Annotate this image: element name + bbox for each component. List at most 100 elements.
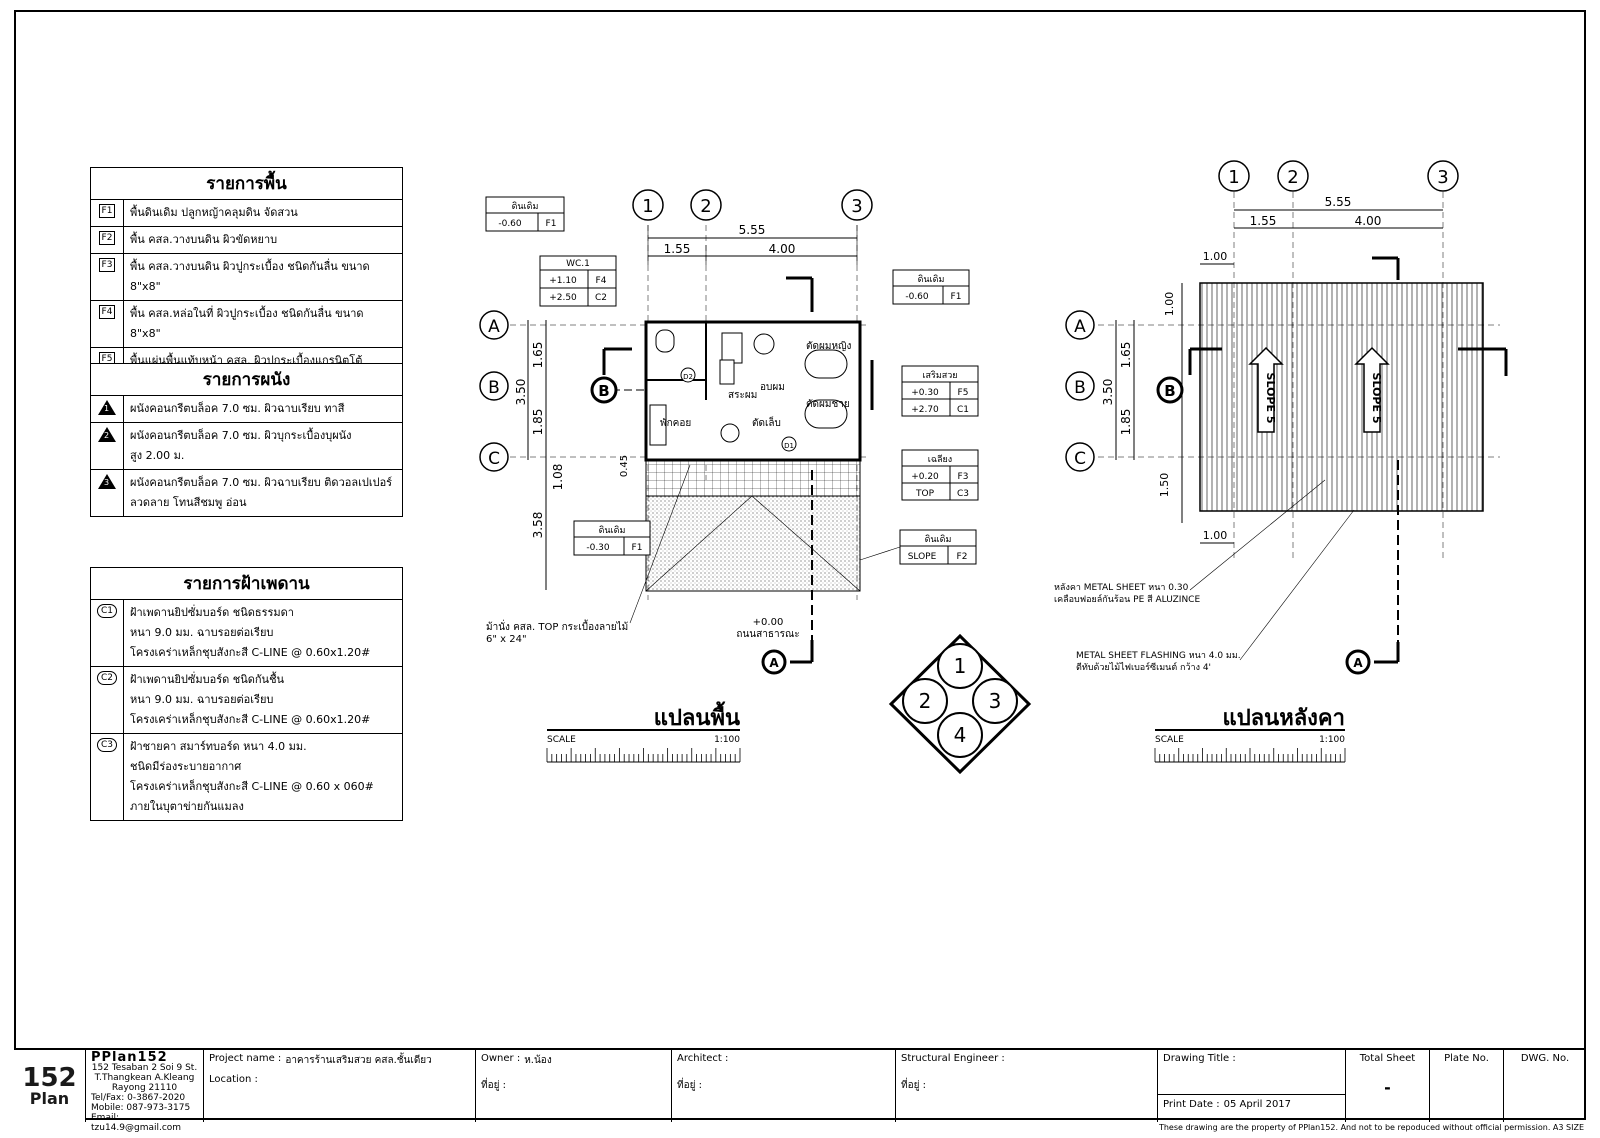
legend-text: ผนังคอนกรีตบล็อค 7.0 ซม. ผิวฉาบเรียบ ติด… [130, 476, 393, 509]
svg-text:4: 4 [954, 723, 967, 747]
legend-text: ฝ้าชายคา สมาร์ทบอร์ด หนา 4.0 มม. ชนิดมีร… [130, 740, 374, 813]
structural-cell: Structural Engineer : ที่อยู่ : [896, 1050, 1158, 1122]
room-label: พักคอย [660, 418, 691, 429]
project-cell: Project name :อาคารร้านเสริมสวย คสล.ชั้น… [204, 1050, 476, 1122]
legend-text: ฝ้าเพดานยิปซั่มบอร์ด ชนิดธรรมดา หนา 9.0 … [130, 606, 371, 659]
svg-text:2: 2 [700, 196, 711, 217]
svg-text:A: A [769, 656, 779, 670]
tag-porch: เฉลียง +0.20 F3 TOP C3 [901, 449, 979, 501]
legend-text: พื้น คสล.วางบนดิน ผิวขัดหยาบ [130, 233, 278, 246]
svg-text:C: C [488, 449, 500, 469]
slope-arrow-left: SLOPE 5 [1248, 346, 1284, 433]
section-marker-a: A [1345, 256, 1400, 675]
roof-plan: 1 2 3 A B C 5.55 1.55 4.00 1.00 1.00 1.0… [1054, 160, 1508, 763]
svg-text:F5: F5 [958, 388, 969, 398]
svg-text:3.50: 3.50 [1101, 379, 1115, 406]
bench-note: ม้านั่ง คสล. TOP กระเบื้องลายไม้ 6" x 24… [486, 619, 631, 645]
svg-text:2: 2 [919, 689, 932, 713]
svg-text:-0.60: -0.60 [905, 292, 929, 302]
svg-text:เฉลียง: เฉลียง [928, 454, 952, 465]
svg-text:+0.20: +0.20 [911, 472, 939, 482]
firm-logo: 152 Plan [14, 1050, 86, 1122]
svg-text:B: B [1164, 382, 1175, 400]
room-label: ตัดผมหญิง [806, 341, 852, 352]
svg-text:F1: F1 [546, 219, 557, 229]
grid-bubble-3: 3 [841, 189, 873, 221]
ceiling-legend-title: รายการฝ้าเพดาน [91, 568, 402, 600]
legend-text: ฝ้าเพดานยิปซั่มบอร์ด ชนิดกันชื้น หนา 9.0… [130, 673, 371, 726]
svg-text:TOP: TOP [915, 489, 935, 499]
legend-code: C2 [96, 671, 117, 685]
svg-text:ดินเดิม: ดินเดิม [925, 534, 952, 545]
svg-text:A: A [1353, 656, 1363, 670]
dim-b: 4.00 [769, 242, 796, 256]
svg-text:1: 1 [1228, 167, 1239, 188]
room-label: ตัดเล็บ [752, 415, 781, 429]
legend-code: F4 [98, 305, 116, 319]
key-1: 1 [937, 643, 983, 689]
title-block: 152 Plan PPlan152 152 Tesaban 2 Soi 9 St… [14, 1048, 1586, 1133]
svg-text:1.65: 1.65 [531, 342, 545, 369]
svg-text:1: 1 [642, 196, 653, 217]
svg-text:B: B [488, 378, 500, 398]
svg-text:-0.60: -0.60 [498, 219, 522, 229]
roof-plan-title: แปลนหลังคา [1223, 706, 1345, 731]
svg-text:5.55: 5.55 [1325, 195, 1352, 209]
svg-text:D2: D2 [683, 373, 693, 381]
floor-plan: 1 2 3 A B C 5.55 1.55 4.00 3.50 1.65 1.8… [479, 189, 979, 763]
section-marker-a: A [761, 276, 814, 675]
grid-bubble-2: 2 [690, 189, 722, 221]
svg-text:+2.70: +2.70 [911, 405, 939, 415]
svg-text:F1: F1 [951, 292, 962, 302]
tag-existing-bottom: ดินเดิม -0.30 F1 [573, 520, 651, 556]
slope-arrow-right: SLOPE 5 [1354, 346, 1390, 433]
scale-bar [546, 748, 741, 763]
grid-bubble-3: 3 [1427, 160, 1459, 192]
legend-text: ผนังคอนกรีตบล็อค 7.0 ซม. ผิวฉาบเรียบ ทาส… [130, 402, 345, 415]
total-sheet-cell: Total Sheet - [1346, 1050, 1430, 1122]
svg-text:F4: F4 [596, 276, 607, 286]
svg-text:1.50: 1.50 [1158, 473, 1171, 498]
wall-legend-title: รายการผนัง [91, 364, 402, 396]
svg-text:B: B [598, 382, 609, 400]
legend-code: C3 [96, 738, 117, 752]
drawing-canvas: 1 2 3 A B C 5.55 1.55 4.00 3.50 1.65 1.8… [479, 160, 1508, 775]
svg-text:1:100: 1:100 [714, 735, 740, 745]
grid-bubble-1: 1 [632, 189, 664, 221]
grid-bubble-C: C [479, 442, 509, 472]
triangle-icon: 1 [98, 400, 116, 415]
legend-text: พื้นดินเดิม ปลูกหญ้าคลุมดิน จัดสวน [130, 206, 298, 219]
tag-existing-right: ดินเดิม -0.60 F1 [892, 269, 970, 305]
svg-text:4.00: 4.00 [1355, 214, 1382, 228]
svg-text:1.00: 1.00 [1203, 250, 1228, 263]
svg-text:A: A [488, 317, 500, 337]
svg-text:+2.50: +2.50 [549, 293, 577, 303]
owner-cell: Owner :ห.น้อง ที่อยู่ : [476, 1050, 672, 1122]
svg-text:SLOPE: SLOPE [908, 552, 937, 562]
grid-bubble-A: A [479, 310, 509, 340]
room-label: สระผม [728, 390, 757, 401]
tag-slope: ดินเดิม SLOPE F2 [859, 529, 977, 565]
grid-bubble-1: 1 [1218, 160, 1250, 192]
tag-wc: WC.1 +1.10 F4 +2.50 C2 [539, 255, 617, 307]
dim-v-total: 3.50 [514, 379, 528, 406]
dim-total: 5.55 [739, 223, 766, 237]
location-label: Location : [209, 1074, 258, 1085]
roof-note-2: METAL SHEET FLASHING หนา 4.0 มม.ตีทับด้ว… [1076, 651, 1241, 673]
svg-text:SLOPE 5: SLOPE 5 [1264, 373, 1277, 424]
svg-text:F2: F2 [957, 552, 968, 562]
legend-text: พื้น คสล.วางบนดิน ผิวปูกระเบื้อง ชนิดกัน… [130, 260, 370, 293]
grid-bubble-B: B [479, 371, 509, 401]
svg-text:3: 3 [989, 689, 1002, 713]
svg-text:F1: F1 [632, 543, 643, 553]
footer-note: These drawing are the property of PPlan1… [1158, 1123, 1584, 1132]
svg-text:-0.30: -0.30 [586, 543, 610, 553]
svg-text:3: 3 [1437, 167, 1448, 188]
svg-text:1: 1 [954, 654, 967, 678]
svg-text:D1: D1 [784, 442, 794, 450]
legend-text: ผนังคอนกรีตบล็อค 7.0 ซม. ผิวบุกระเบื้องบ… [130, 429, 352, 462]
svg-text:1.85: 1.85 [1119, 409, 1133, 436]
svg-text:SLOPE 5: SLOPE 5 [1370, 373, 1383, 424]
